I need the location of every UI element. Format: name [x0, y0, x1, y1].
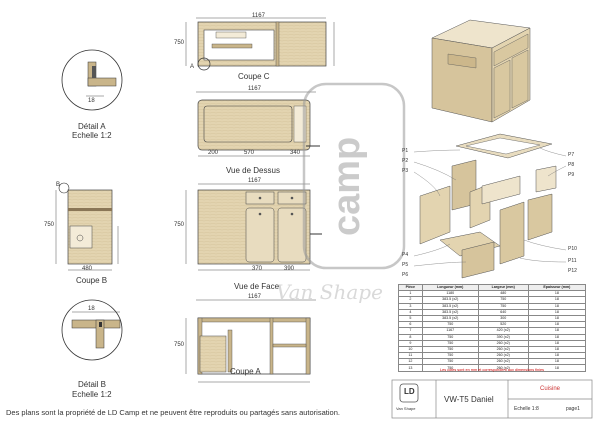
detail-a-scale: Echelle 1:2 [72, 131, 112, 140]
detail-a-drawing [61, 49, 123, 111]
exploded-part-label: P1 [402, 148, 409, 154]
coupe-b-drawing [55, 182, 119, 271]
title-sheet: page1 [566, 406, 580, 412]
title-model: VW-T5 Daniel [444, 395, 494, 404]
exploded-part-label: P12 [568, 268, 577, 274]
vue-dessus-title: Vue de Dessus [226, 166, 280, 175]
title-part: Cuisine [540, 386, 561, 392]
marker-b: B [56, 182, 61, 188]
vue-face-title: Vue de Face [234, 282, 280, 291]
exploded-part-label: P11 [568, 258, 577, 264]
exploded-part-label: P4 [402, 252, 409, 258]
dim-vue-dessus-a: 200 [208, 150, 219, 156]
exploded-part-label: P5 [402, 262, 409, 268]
coupe-c-title: Coupe C [238, 72, 270, 81]
detail-a-title: Détail A [78, 122, 106, 131]
exploded-part-label: P10 [568, 246, 577, 252]
coupe-c-drawing [185, 17, 335, 71]
exploded-view [413, 133, 567, 279]
title-logo: LD [404, 387, 415, 396]
dim-coupe-a-height: 750 [174, 342, 185, 348]
parts-table-note: Les cotes sont en mm et correspondent au… [439, 368, 545, 372]
exploded-part-label: P7 [568, 152, 575, 158]
title-scale: Echelle 1:8 [514, 406, 539, 412]
exploded-part-label: P6 [402, 272, 409, 278]
dim-vue-face-b: 390 [284, 266, 295, 272]
copyright-footer: Des plans sont la propriété de LD Camp e… [6, 408, 340, 417]
exploded-part-label: P3 [402, 168, 409, 174]
watermark-text: camp [326, 136, 368, 236]
table-cell: 750 [421, 364, 479, 372]
dim-vue-face-width: 1167 [248, 178, 261, 184]
dim-vue-dessus-width: 1167 [248, 86, 261, 92]
detail-b-scale: Echelle 1:2 [72, 390, 112, 399]
vue-face-drawing [185, 183, 322, 271]
dim-coupe-c-width: 1167 [252, 13, 265, 19]
exploded-part-label: P2 [402, 158, 409, 164]
coupe-a-drawing [185, 299, 316, 383]
dim-vue-dessus-b: 570 [244, 150, 255, 156]
dim-vue-dessus-c: 340 [290, 150, 301, 156]
watermark-logo [302, 82, 406, 270]
table-cell: 18 [527, 364, 587, 372]
coupe-b-title: Coupe B [76, 276, 108, 285]
vue-dessus-drawing [196, 91, 320, 157]
dim-coupe-b-height: 750 [44, 222, 55, 228]
marker-a: A [190, 64, 195, 70]
dim-coupe-b-width: 480 [82, 266, 93, 272]
dim-detail-b: 18 [88, 306, 95, 312]
dim-coupe-c-height: 750 [174, 40, 185, 46]
title-logo-sub: Van Shape [396, 406, 416, 411]
coupe-a-title: Coupe A [230, 367, 261, 376]
dim-vue-face-height: 750 [174, 222, 185, 228]
dim-detail-a: 18 [88, 98, 95, 104]
exploded-part-label: P9 [568, 172, 575, 178]
dim-coupe-a-width: 1167 [248, 294, 261, 300]
detail-b-drawing [61, 299, 123, 361]
dim-vue-face-a: 370 [252, 266, 263, 272]
signature-watermark: Van Shape [276, 280, 383, 304]
exploded-part-label: P8 [568, 162, 575, 168]
detail-b-title: Détail B [78, 380, 107, 389]
cabinet-3d-view [431, 19, 531, 123]
